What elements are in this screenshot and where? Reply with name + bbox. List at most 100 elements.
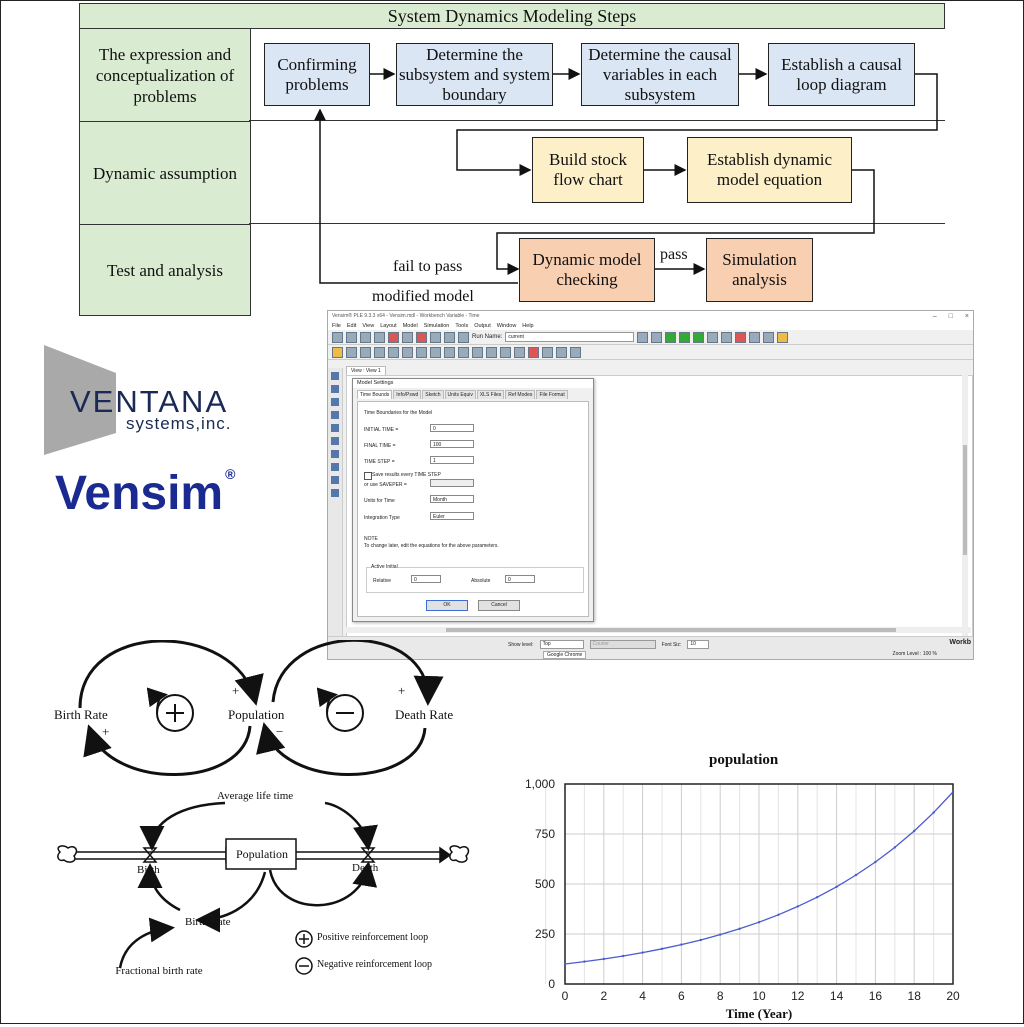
menu-file[interactable]: File [332, 322, 341, 329]
status-bar: Show level: Top Courier Font Siz: 10 Wor… [328, 636, 973, 659]
hide-icon[interactable] [500, 346, 511, 358]
vensim-logo: Vensim® [55, 466, 235, 521]
tab-units-equiv[interactable]: Units Equiv [444, 390, 476, 399]
tab-ref-modes[interactable]: Ref Modes [505, 390, 536, 399]
comment-icon[interactable] [651, 331, 663, 343]
causes-strip-icon[interactable] [331, 424, 339, 432]
lock-icon[interactable] [332, 346, 343, 358]
menu-model[interactable]: Model [402, 322, 418, 329]
level-select[interactable]: Top [539, 640, 584, 649]
info-icon[interactable] [777, 331, 789, 343]
tools-icon[interactable] [749, 331, 761, 343]
causes-tree-icon[interactable] [331, 372, 339, 380]
sketch-comment-icon[interactable] [444, 346, 455, 358]
data-point [719, 933, 722, 936]
new-model-icon[interactable] [332, 331, 343, 343]
undo-icon[interactable] [430, 331, 441, 343]
output2-icon[interactable] [721, 331, 733, 343]
eye-icon[interactable] [486, 346, 497, 358]
box-simulation-analysis: Simulation analysis [706, 238, 813, 302]
table-time-icon[interactable] [331, 450, 339, 458]
open-model-icon[interactable] [346, 331, 357, 343]
loops-icon[interactable] [331, 398, 339, 406]
close-icon[interactable]: × [964, 312, 969, 320]
move-icon[interactable] [346, 346, 357, 358]
synthesim-icon[interactable] [679, 331, 691, 343]
cancel-button[interactable]: Cancel [478, 600, 520, 611]
pdf-icon[interactable] [528, 346, 539, 358]
rate-tool-icon[interactable] [402, 346, 413, 358]
paste-icon[interactable] [416, 331, 427, 343]
initial-time-label: INITIAL TIME = [364, 427, 399, 433]
final-time-input[interactable]: 100 [430, 440, 474, 448]
time-step-select[interactable]: 1 [430, 456, 474, 464]
print-icon[interactable] [374, 331, 385, 343]
vertical-scrollbar[interactable] [962, 375, 968, 637]
integration-type-select[interactable]: Euler [430, 512, 474, 520]
flowchart-arrows [314, 68, 938, 284]
table-tool-icon[interactable] [331, 463, 339, 471]
uses-tree-icon[interactable] [331, 385, 339, 393]
minimize-icon[interactable]: – [932, 312, 937, 320]
variable-icon[interactable] [360, 346, 371, 358]
input-output-icon[interactable] [430, 346, 441, 358]
google-chrome-taskbar[interactable]: Google Chrome [543, 651, 587, 659]
relative-input[interactable]: 0 [411, 575, 441, 583]
redo-icon[interactable] [444, 331, 455, 343]
run-name-input[interactable]: current [505, 332, 635, 342]
workbench-label[interactable]: Workb [949, 639, 971, 646]
document-icon[interactable] [331, 411, 339, 419]
font-size-select[interactable]: 10 [687, 640, 710, 649]
scrollbar-thumb[interactable] [446, 628, 896, 632]
shadow-variable-icon[interactable] [416, 346, 427, 358]
table-icon[interactable] [556, 346, 567, 358]
output3-icon[interactable] [735, 331, 747, 343]
saveper-input[interactable] [430, 479, 474, 487]
menu-window[interactable]: Window [496, 322, 517, 329]
ok-button[interactable]: OK [426, 600, 468, 611]
arrow-tool-icon[interactable] [388, 346, 399, 358]
registered-mark: ® [225, 466, 236, 482]
save-icon[interactable] [360, 331, 371, 343]
run-simulation-icon[interactable] [665, 331, 677, 343]
reference-mode-icon[interactable] [472, 346, 483, 358]
maximize-icon[interactable]: □ [948, 312, 953, 320]
menu-simulation[interactable]: Simulation [423, 322, 450, 329]
causal-diagram-graphics [57, 640, 470, 975]
tab-xls-files[interactable]: XLS Files [476, 390, 505, 399]
copy-icon[interactable] [402, 331, 413, 343]
menu-tools[interactable]: Tools [455, 322, 469, 329]
menu-edit[interactable]: Edit [346, 322, 357, 329]
output-icon[interactable] [707, 331, 719, 343]
data-point [660, 947, 664, 950]
cut-icon[interactable] [388, 331, 399, 343]
more-tools-icon[interactable] [570, 346, 581, 358]
gaming-icon[interactable] [693, 331, 705, 343]
settings-icon[interactable] [763, 331, 775, 343]
tab-sketch[interactable]: Sketch [422, 390, 444, 399]
open-dataset-icon[interactable] [637, 331, 649, 343]
graph-tool-icon[interactable] [331, 437, 339, 445]
delete-icon[interactable] [514, 346, 525, 358]
dataset-icon[interactable] [458, 331, 469, 343]
initial-time-input[interactable]: 0 [430, 424, 474, 432]
horizontal-scrollbar[interactable] [346, 627, 971, 633]
runs-compare-icon[interactable] [331, 476, 339, 484]
menu-view[interactable]: View [362, 322, 375, 329]
font-select[interactable]: Courier [589, 640, 656, 649]
units-check-icon[interactable] [331, 489, 339, 497]
scrollbar-thumb[interactable] [963, 445, 967, 555]
absolute-input[interactable]: 0 [505, 575, 535, 583]
menu-help[interactable]: Help [522, 322, 534, 329]
graph-icon[interactable] [542, 346, 553, 358]
tab-file-format[interactable]: File Format [536, 390, 568, 399]
menu-output[interactable]: Output [474, 322, 491, 329]
data-point [796, 905, 799, 908]
tab-time-bounds[interactable]: Time Bounds [357, 390, 393, 399]
menu-layout[interactable]: Layout [380, 322, 397, 329]
units-for-time-select[interactable]: Month [430, 495, 474, 503]
save-results-checkbox[interactable] [364, 472, 372, 480]
box-variable-icon[interactable] [374, 346, 385, 358]
tab-info-pswd[interactable]: Info/Pswd [393, 390, 422, 399]
equations-icon[interactable] [458, 346, 469, 358]
